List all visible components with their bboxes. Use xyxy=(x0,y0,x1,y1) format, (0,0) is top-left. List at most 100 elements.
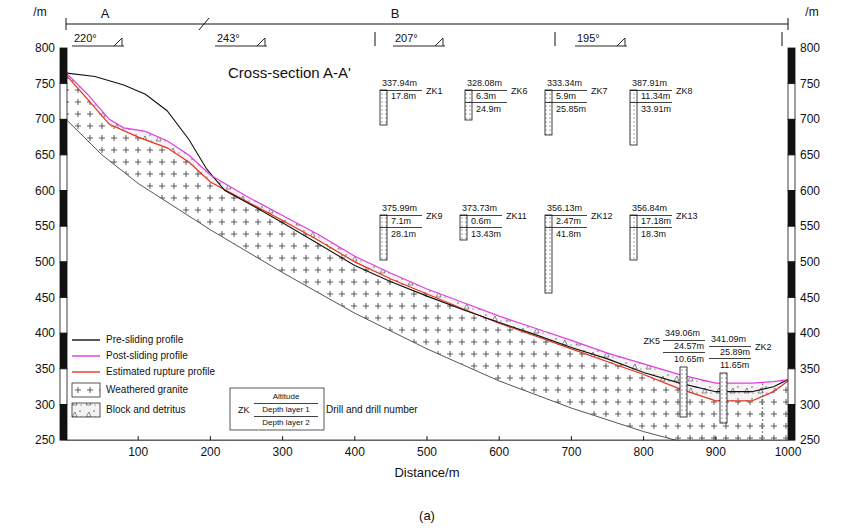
legend-text: Weathered granite xyxy=(106,385,188,395)
drill-altitude: 328.08m xyxy=(467,79,502,88)
x-tick xyxy=(715,436,716,440)
x-tick xyxy=(499,436,500,440)
drill-number: ZK5 xyxy=(643,337,660,346)
drill-rule xyxy=(663,352,705,353)
legend-line xyxy=(72,339,100,340)
dip-angle: 195° xyxy=(577,33,600,44)
axis-segment xyxy=(788,84,795,120)
drill-legend xyxy=(230,388,324,430)
x-tick xyxy=(427,436,428,440)
drill-rule xyxy=(545,227,587,228)
drill-depth: 17.8m xyxy=(391,92,416,101)
profile-group xyxy=(67,73,788,440)
guide-line xyxy=(762,383,763,440)
drill-rule xyxy=(380,227,422,228)
axis-segment xyxy=(788,119,795,155)
y-tick-label: 300 xyxy=(35,399,55,411)
zone-letter: B xyxy=(391,7,400,20)
drill-depth: 24.9m xyxy=(476,105,501,114)
drill-column xyxy=(465,90,472,120)
x-tick-label: 900 xyxy=(706,446,726,458)
drill-depth: 11.34m xyxy=(641,92,670,101)
y-tick-label: 550 xyxy=(800,220,820,232)
drill-rule xyxy=(465,102,507,103)
drill-depth: 7.1m xyxy=(391,217,411,226)
y-tick-label: 600 xyxy=(800,185,820,197)
drill-number: ZK1 xyxy=(426,87,443,96)
drill-altitude: 375.99m xyxy=(382,204,417,213)
dip-angle: 220° xyxy=(74,33,97,44)
legend-samples xyxy=(72,340,100,417)
drill-depth: 10.65m xyxy=(674,355,704,364)
legend-swatch xyxy=(72,383,100,397)
axis-bar xyxy=(788,48,795,440)
y-tick-label: 700 xyxy=(800,113,820,125)
drill-depth: 6.3m xyxy=(476,92,496,101)
x-tick-label: 800 xyxy=(634,446,654,458)
axis-segment xyxy=(788,155,795,191)
drill-altitude: 387.91m xyxy=(632,79,667,88)
drill-number: ZK7 xyxy=(591,87,608,96)
block-detritus xyxy=(67,73,788,401)
drill-column xyxy=(630,215,637,260)
y-tick-label: 800 xyxy=(35,42,55,54)
legend-drill-field: Depth layer 2 xyxy=(262,419,310,427)
legend-line xyxy=(72,371,100,372)
drill-altitude: 356.13m xyxy=(547,204,582,213)
y-tick-label: 250 xyxy=(35,434,55,446)
axis-segment xyxy=(788,298,795,334)
drill-rule xyxy=(460,227,502,228)
drill-altitude: 333.34m xyxy=(547,79,582,88)
drill-depth: 2.47m xyxy=(556,217,581,226)
y-tick-label: 500 xyxy=(35,256,55,268)
drill-depth: 18.3m xyxy=(641,230,666,239)
legend-drill-symbol: ZK xyxy=(238,406,250,415)
drill-altitude: 373.73m xyxy=(462,204,497,213)
y-tick-label: 750 xyxy=(35,78,55,90)
drill-column xyxy=(680,367,687,417)
drill-depth: 13.43m xyxy=(471,230,501,239)
drill-depth: 0.6m xyxy=(471,217,491,226)
y-tick-label: 400 xyxy=(35,327,55,339)
drill-column xyxy=(380,90,387,125)
x-tick-label: 500 xyxy=(417,446,437,458)
axis-segment xyxy=(60,48,67,84)
zone-letter: A xyxy=(101,7,110,20)
y-tick-label: 650 xyxy=(800,149,820,161)
axis-segment xyxy=(788,48,795,84)
x-tick-label: 100 xyxy=(128,446,148,458)
axis-segment xyxy=(60,191,67,227)
x-tick-label: 200 xyxy=(200,446,220,458)
drill-column xyxy=(545,215,552,293)
y-tick-label: 600 xyxy=(35,185,55,197)
post-sliding-profile xyxy=(67,73,788,383)
x-tick-label: 600 xyxy=(489,446,509,458)
axis-unit: /m xyxy=(33,6,46,18)
x-tick xyxy=(138,436,139,440)
weathered-granite xyxy=(67,75,788,440)
drill-rule xyxy=(545,102,587,103)
legend-text: Drill and drill number xyxy=(326,405,418,415)
axis-bar xyxy=(60,48,67,440)
drill-column xyxy=(380,215,387,260)
legend-text: Pre-sliding profile xyxy=(106,335,183,345)
rupture-profile xyxy=(67,75,788,401)
legend-text: Post-sliding profile xyxy=(106,351,188,361)
drill-number: ZK11 xyxy=(506,212,527,221)
legend-drill-field: Depth layer 1 xyxy=(262,406,310,414)
dip-angle: 207° xyxy=(395,33,418,44)
drill-depth: 28.1m xyxy=(391,230,416,239)
drill-column xyxy=(720,373,727,423)
axis-segment xyxy=(788,369,795,405)
axis-segment xyxy=(788,262,795,298)
y-tick-label: 300 xyxy=(800,399,820,411)
x-tick-label: 400 xyxy=(345,446,365,458)
drill-rule xyxy=(709,358,751,359)
drill-rule xyxy=(630,227,672,228)
axis-segment xyxy=(60,333,67,369)
axis-segment xyxy=(60,262,67,298)
legend-drill-field: Altitude xyxy=(273,393,300,401)
axis-segment xyxy=(788,333,795,369)
drill-number: ZK2 xyxy=(755,343,772,352)
